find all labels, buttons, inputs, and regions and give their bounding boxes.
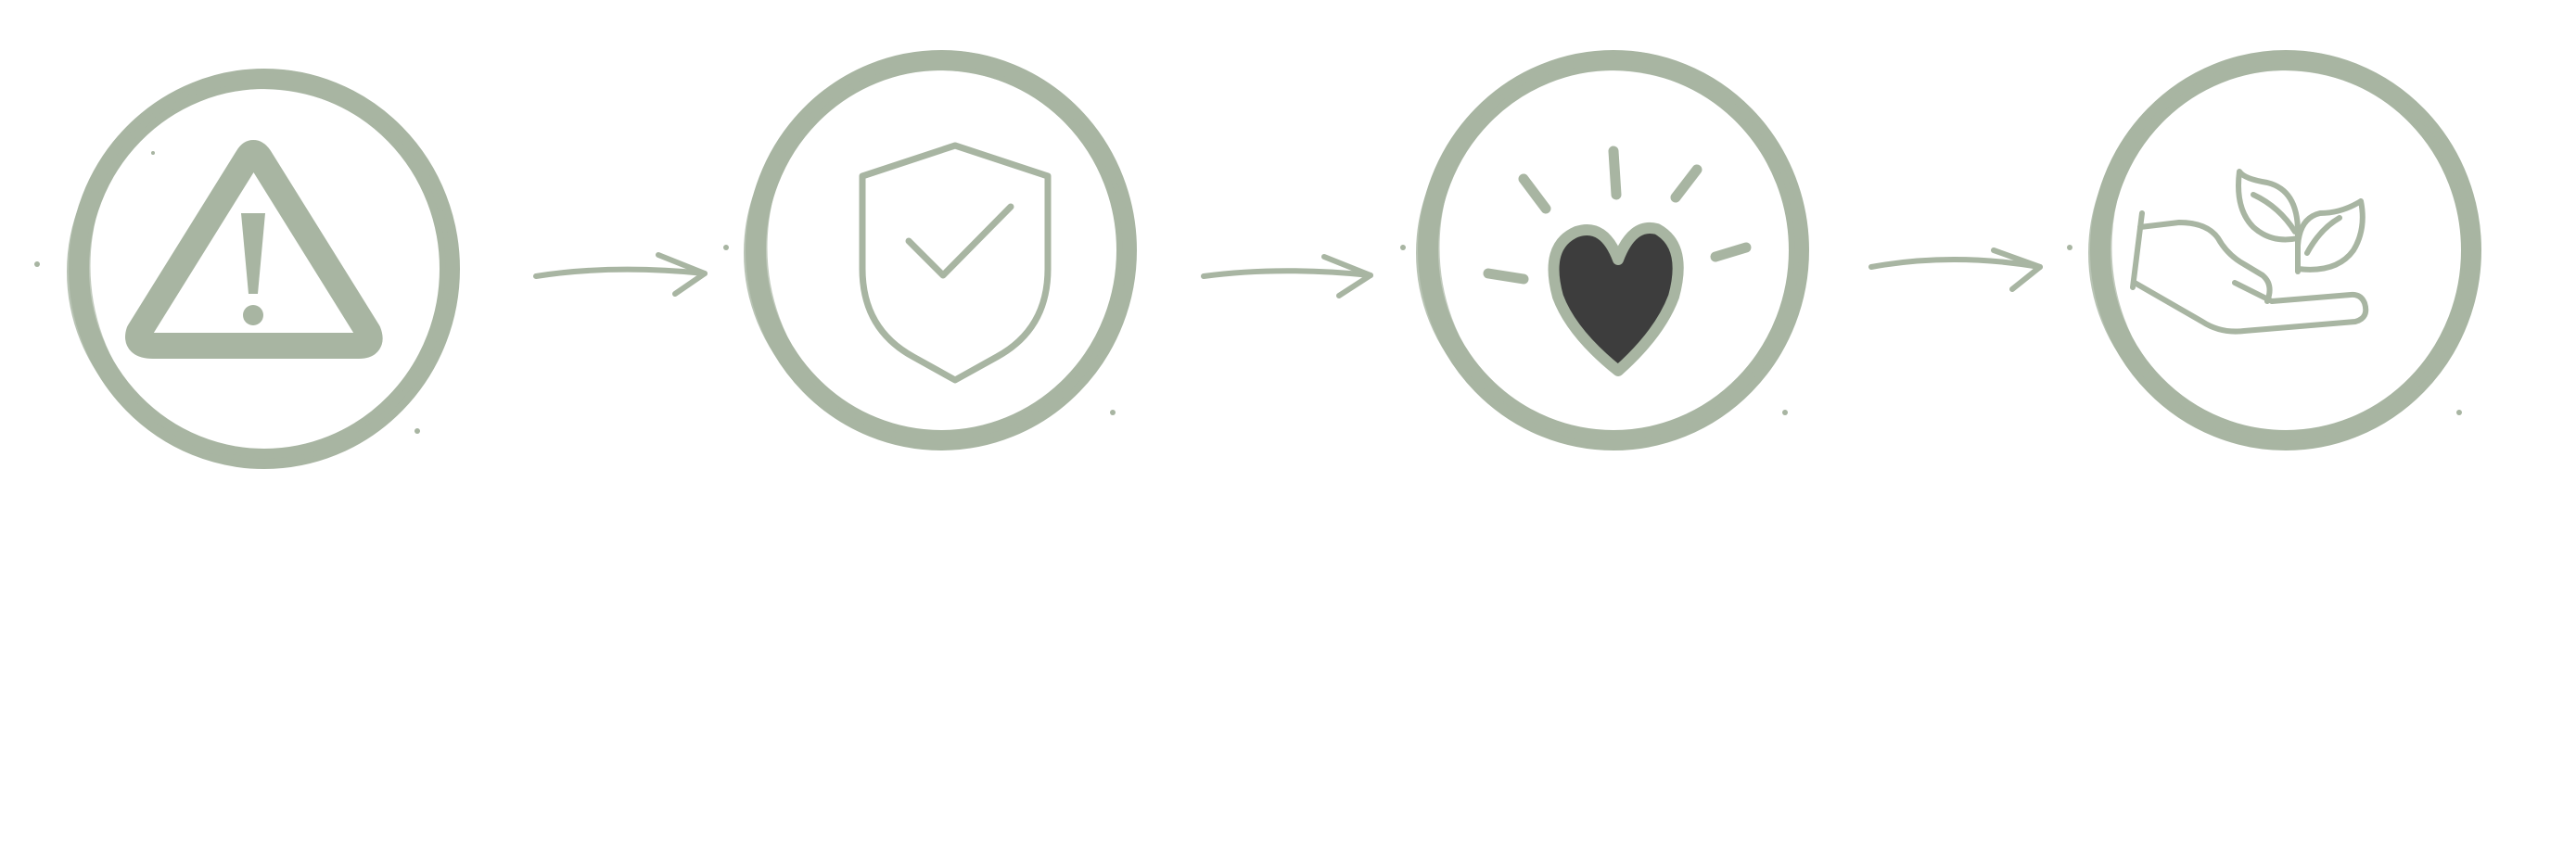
warning-triangle-icon <box>125 140 383 359</box>
connector-arrow <box>1196 246 1382 311</box>
arrow-right-icon <box>1201 254 1373 298</box>
hand-holding-plant-icon <box>2130 169 2369 335</box>
brush-circle-frame <box>1400 50 1809 450</box>
brush-circle-frame <box>2067 50 2481 450</box>
brush-circle-frame <box>723 50 1137 450</box>
connector-arrow <box>529 246 714 311</box>
arrow-right-icon <box>1868 247 2043 292</box>
step-care <box>1396 32 1822 477</box>
connector-arrow <box>1864 241 2049 306</box>
glowing-heart-icon <box>1483 146 1752 376</box>
shield-check-icon <box>859 142 1052 384</box>
step-warning <box>34 51 478 496</box>
arrow-right-icon <box>533 252 708 297</box>
brush-circle-frame <box>34 69 460 469</box>
step-growth <box>2067 32 2494 477</box>
step-protection <box>723 32 1154 477</box>
